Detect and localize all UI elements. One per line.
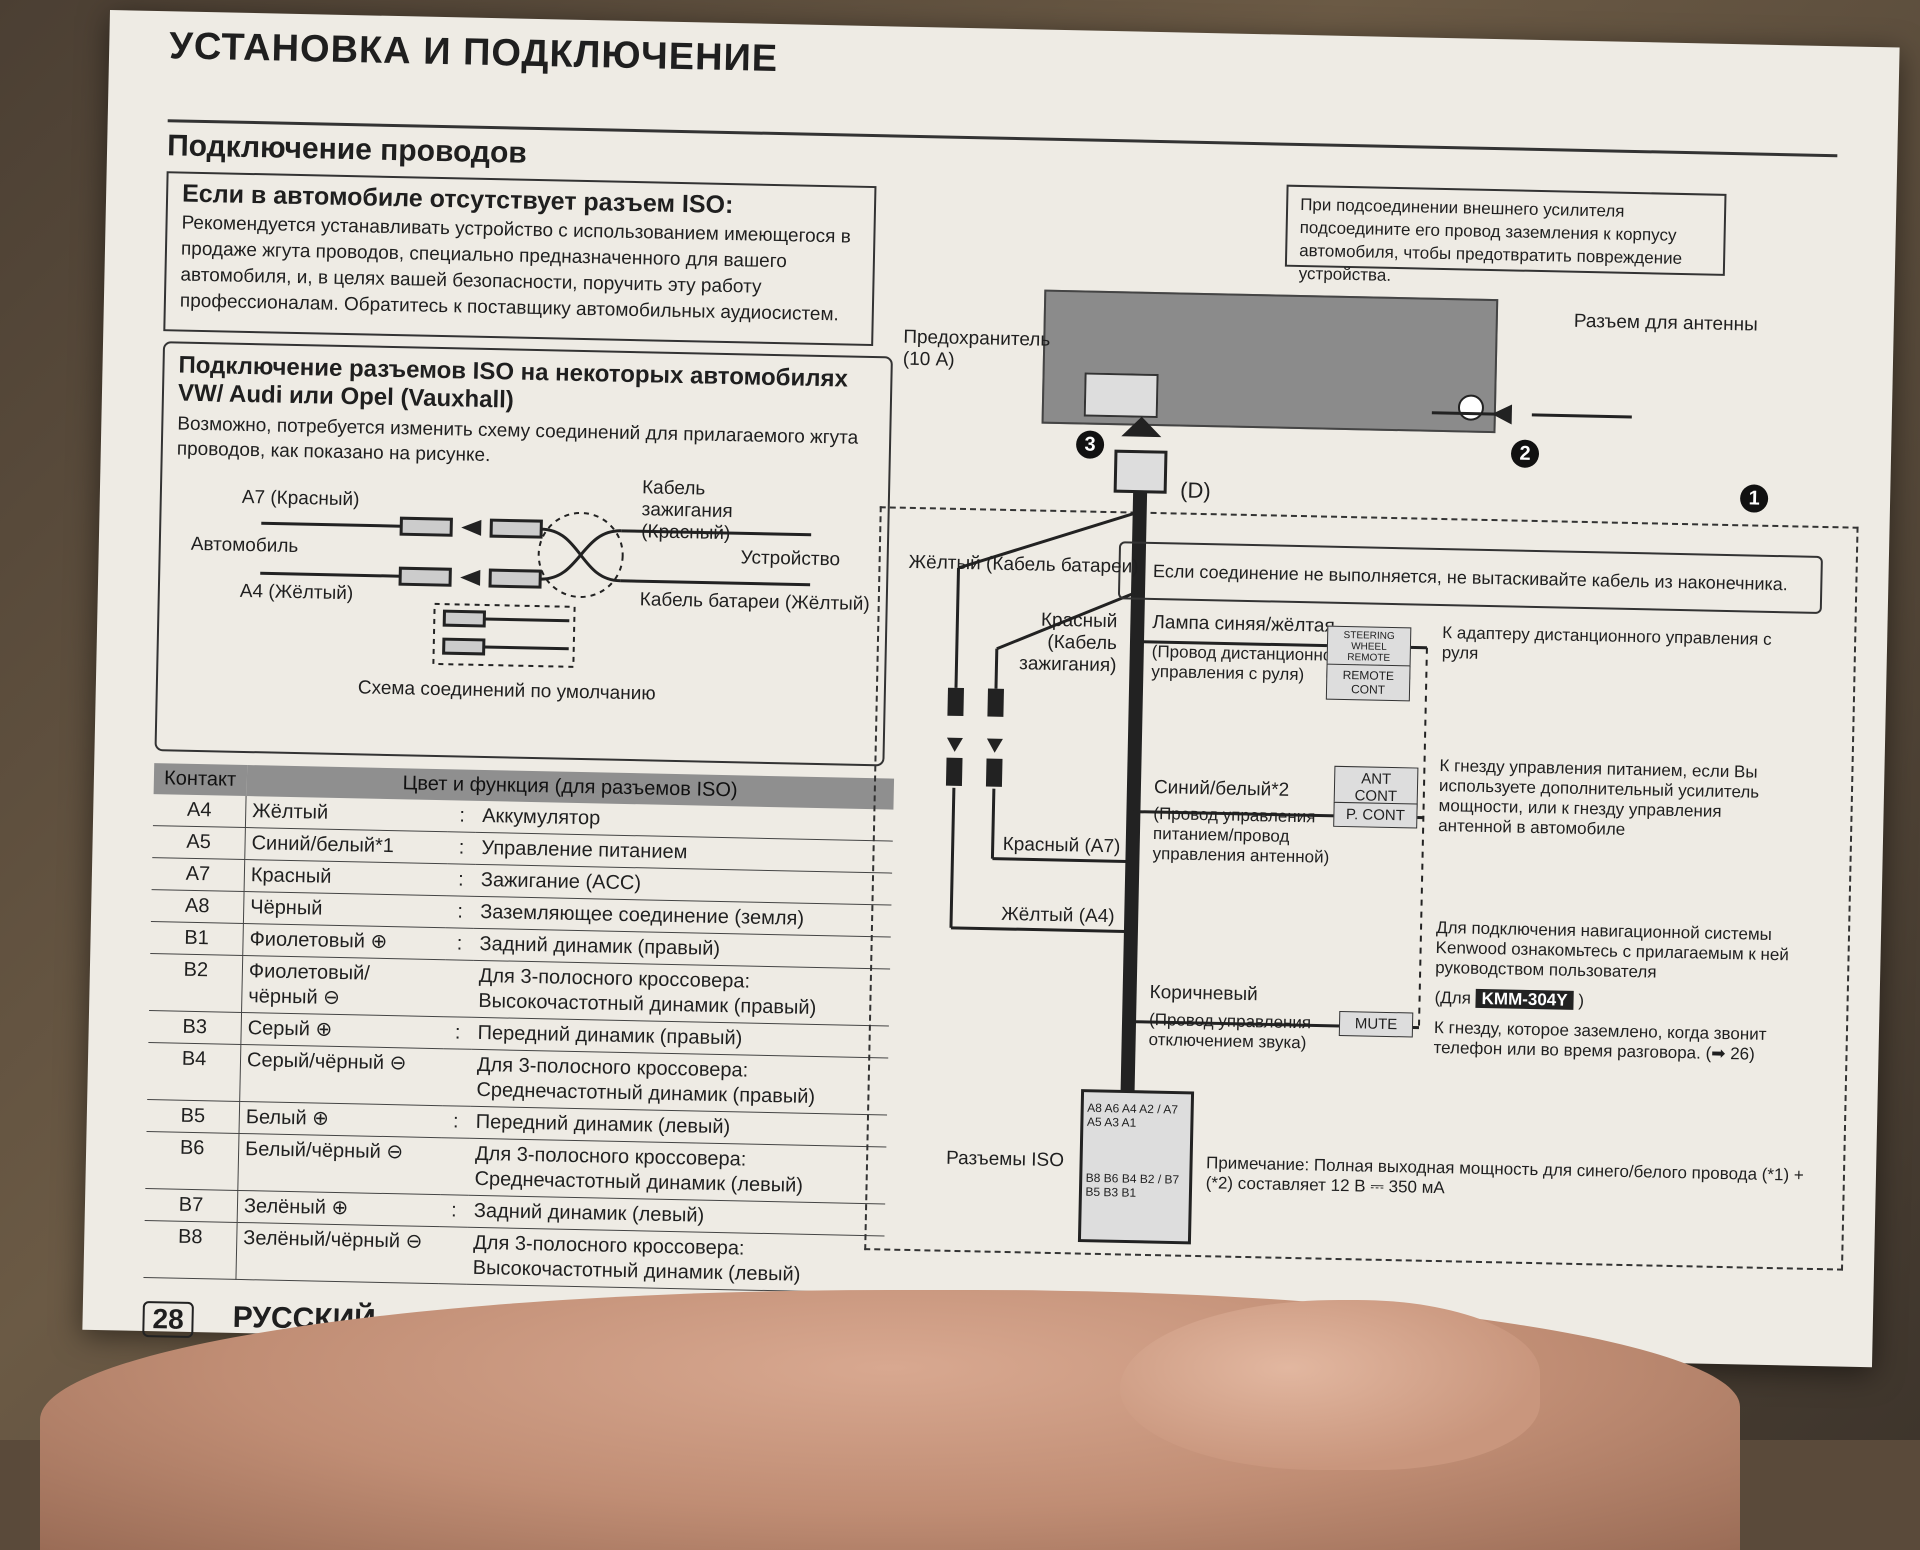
mute-tag: MUTE <box>1338 1010 1414 1038</box>
thumb <box>1120 1300 1540 1470</box>
red-a7-label: Красный (A7) <box>1002 833 1121 858</box>
vw-box: Подключение разъемов ISO на некоторых ав… <box>154 341 893 767</box>
iso-b-pins: B8 B6 B4 B2 / B7 B5 B3 B1 <box>1085 1170 1180 1200</box>
remote-cont-tag: REMOTE CONT <box>1325 663 1411 702</box>
kmm-line: (Для KMM-304Y ) <box>1434 988 1584 1011</box>
blue-white-sub-label: (Провод управления питанием/провод управ… <box>1152 804 1330 867</box>
kmm-model: KMM-304Y <box>1475 988 1574 1010</box>
brown-label: Коричневый <box>1149 981 1258 1006</box>
manual-page: УСТАНОВКА И ПОДКЛЮЧЕНИЕ Подключение пров… <box>82 10 1900 1368</box>
lamp-label: Лампа синяя/жёлтая <box>1152 611 1335 637</box>
lamp-sub-label: (Провод дистанционного управления с руля… <box>1151 641 1348 685</box>
blue-white-label: Синий/белый*2 <box>1153 777 1290 801</box>
kmm-pre: (Для <box>1434 987 1472 1008</box>
brown-sub-label: (Провод управления отключением звука) <box>1148 1009 1312 1053</box>
adapter-label: К адаптеру дистанционного управления с р… <box>1441 623 1772 663</box>
kmm-post: ) <box>1578 990 1585 1011</box>
iso-a-pins: A8 A6 A4 A2 / A7 A5 A3 A1 <box>1086 1100 1179 1130</box>
power-jack-label: К гнезду управления питанием, если Вы ис… <box>1438 756 1760 839</box>
iso-label: Разъемы ISO <box>945 1147 1065 1172</box>
yellow-a4-label: Жёлтый (A4) <box>1001 903 1115 928</box>
p-cont-tag: P. CONT <box>1333 801 1418 829</box>
nav-label: Для подключения навигационной системы Ke… <box>1435 917 1790 982</box>
red-ign-label: Красный (Кабель зажигания) <box>1018 609 1118 677</box>
ground-jack-label: К гнезду, которое заземлено, когда звони… <box>1433 1017 1767 1064</box>
vw-wiring-diagram <box>260 511 812 668</box>
